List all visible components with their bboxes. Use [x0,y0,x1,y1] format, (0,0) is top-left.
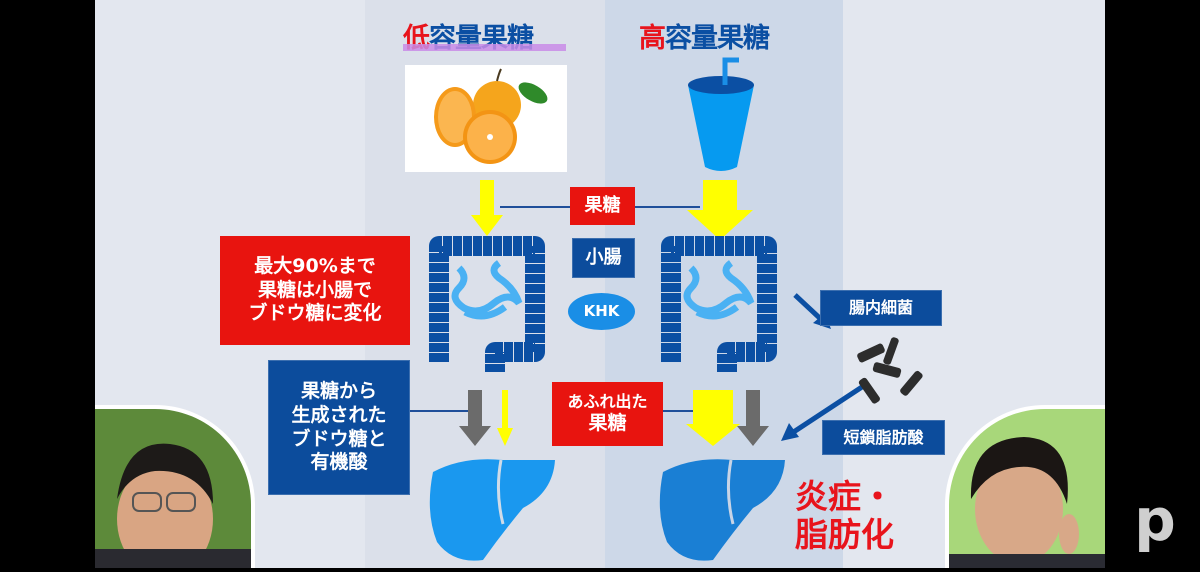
presenter-left-avatar [95,405,255,572]
connector-line [410,410,475,412]
presenter-right-avatar [945,405,1105,568]
thin-yellow-arrow-icon [497,390,513,446]
note-line: 果糖から [300,380,377,402]
liver-left-icon [429,459,555,561]
note-line: 果糖は小腸で [257,278,372,301]
small-yellow-arrow-icon [471,180,503,236]
mandarin-orange-image [405,65,567,172]
note-line: 果糖 [588,412,627,435]
note-line: 有機酸 [310,451,368,474]
khk-enzyme-label: KHK [568,293,635,330]
small-intestine-label: 小腸 [572,238,635,278]
title-high-rest: 容量果糖 [665,23,770,54]
outcome-line: 脂肪化 [795,514,894,554]
intestine-left-icon [429,236,545,372]
fructose-label: 果糖 [570,187,635,225]
gut-bacteria-label: 腸内細菌 [820,290,942,326]
video-frame: 低容量果糖 高容量果糖 果糖 小腸 KHK 最大90%まで 果糖は小腸で ブドウ… [95,0,1105,572]
connector-line [663,410,693,412]
large-yellow-arrow-icon [687,180,753,240]
outcome-text: 炎症・ 脂肪化 [795,478,894,554]
title-high-fructose: 高容量果糖 [639,16,770,55]
note-line: ブドウ糖に変化 [248,302,382,325]
gray-arrow-icon [737,390,769,446]
note-line: 最大90%まで [254,254,376,277]
note-line: 生成された [291,403,387,426]
soft-drink-cup-icon [685,55,757,181]
large-yellow-arrow-icon [686,390,740,446]
liver-right-icon [659,459,785,561]
title-underline [403,44,566,51]
note-line: あふれ出た [567,392,648,412]
bacteria-icon [857,337,923,404]
title-high-prefix: 高 [639,23,666,54]
channel-logo: p [1134,486,1176,554]
gray-arrow-icon [459,390,491,446]
note-line: ブドウ糖と [291,427,387,450]
intestine-right-icon [661,236,777,372]
overflow-fructose-note: あふれ出た 果糖 [552,382,663,446]
glucose-note: 果糖から 生成された ブドウ糖と 有機酸 [268,360,410,495]
conversion-note: 最大90%まで 果糖は小腸で ブドウ糖に変化 [220,236,410,345]
scfa-label: 短鎖脂肪酸 [822,420,945,455]
outcome-line: 炎症・ [795,477,894,516]
